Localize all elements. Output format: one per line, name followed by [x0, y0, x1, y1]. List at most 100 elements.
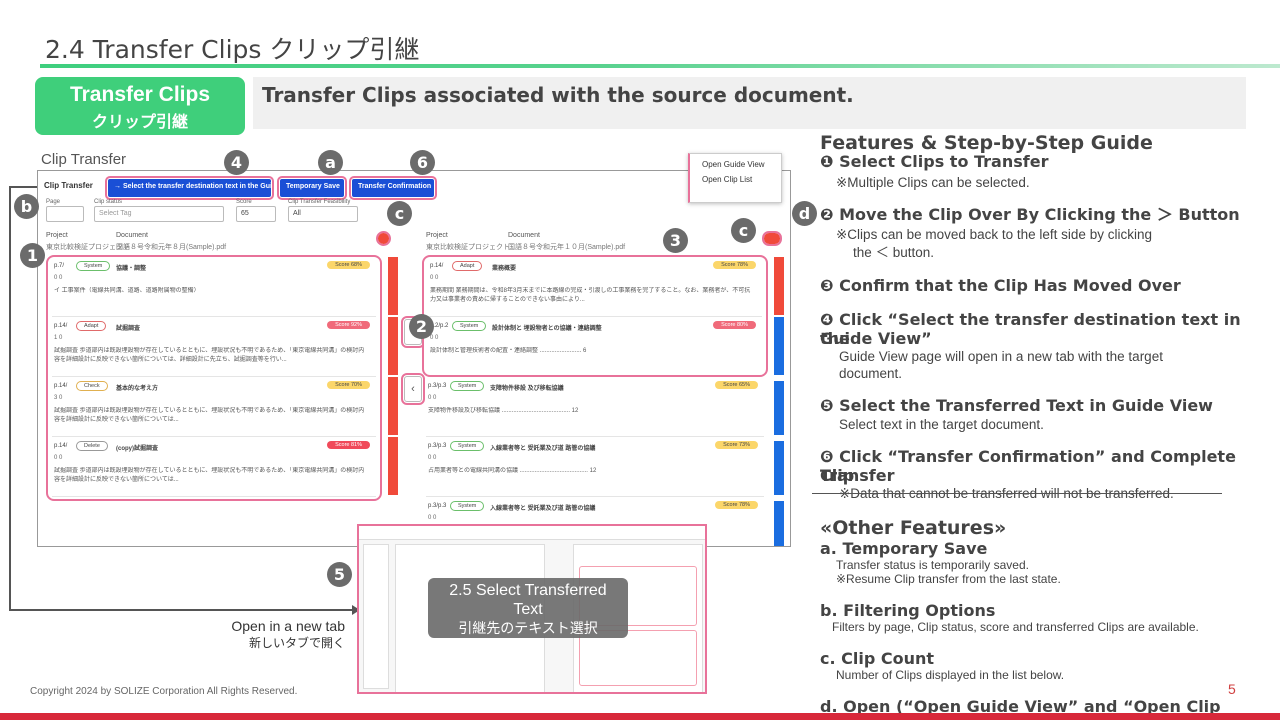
clip-body: 試掘調査 歩道部内は既設埋設物が存在しているとともに、埋設状況も不明であるため、…: [54, 348, 365, 363]
guide-topbar: [359, 526, 705, 540]
clip-status-strip: [388, 257, 398, 315]
clip-meta: 0 0: [430, 335, 439, 341]
step-5-title: ❺ Select the Transferred Text in Guide V…: [820, 396, 1213, 415]
clip-body: イ 工事案件（電線共同溝、道路、道路附属物の整備）: [54, 288, 200, 294]
features-heading: Features & Step-by-Step Guide: [820, 132, 1153, 154]
clip-page: p.2/p.2: [430, 323, 449, 329]
badge-title-ja: クリップ引継: [91, 114, 188, 131]
feature-a-title: a. Temporary Save: [820, 539, 988, 558]
guide-overlay-caption: 2.5 Select Transferred Text 引継先のテキスト選択: [428, 578, 628, 638]
move-left-button[interactable]: ‹: [401, 373, 425, 405]
step-1-note: ※Multiple Clips can be selected.: [836, 175, 1030, 190]
clip-title: 入線業者等と 受託業及び道 路管の協議: [490, 446, 596, 452]
clip-title: 入線業者等と 受託業及び道 路管の協議: [490, 506, 596, 512]
destination-clip-list: p.14/ Adapt 業務概要 Score 78% 0 0 業務期間 業務期間…: [422, 255, 768, 377]
left-document-name: 国語８号令和元年８月(Sample).pdf: [116, 244, 227, 251]
clip-page: p.14/: [54, 323, 68, 329]
left-project-header: Project: [46, 232, 68, 239]
clip-score: Score 70%: [327, 381, 370, 389]
clip-item[interactable]: p.2/p.2 System 設計体制と 埋設物者との協議・連絡調整 Score…: [428, 319, 762, 375]
clip-title: 試掘調査: [116, 326, 141, 332]
screenshot-caption: Clip Transfer: [41, 151, 127, 168]
open-clip-list-item[interactable]: Open Clip List: [702, 175, 753, 184]
slide-title: 2.4 Transfer Clips クリップ引継: [45, 35, 420, 64]
clip-title: 基本的な考え方: [116, 386, 159, 392]
left-project-name: 東京比較検証プロジェクト: [46, 244, 130, 251]
step-4-note-1: Guide View page will open in a new tab w…: [839, 349, 1163, 364]
clip-item[interactable]: p.3/p.3 System 入線業者等と 受託業及び道 路管の協議 Score…: [426, 439, 764, 497]
clip-status-strip: [774, 317, 784, 375]
step-4-title-1: ❹ Click “Select the transfer destination…: [820, 310, 1241, 348]
copyright: Copyright 2024 by SOLIZE Corporation All…: [30, 686, 298, 697]
clip-title: 設計体制と 埋設物者との協議・連絡調整: [492, 326, 602, 332]
marker-b: b: [14, 194, 39, 219]
right-project-header: Project: [426, 232, 448, 239]
clip-page: p.3/p.3: [428, 383, 447, 389]
clip-score: Score 92%: [327, 321, 370, 329]
clip-status-strip: [774, 441, 784, 495]
clip-status-strip: [388, 437, 398, 495]
clip-title: (copy)試掘調査: [116, 446, 159, 452]
marker-c-right: c: [731, 218, 756, 243]
overlay-line-2: Text: [513, 601, 543, 618]
transfer-confirmation-button[interactable]: Transfer Confirmation: [349, 176, 437, 200]
feasibility-filter-label: Clip Transfer Feasibility: [288, 199, 351, 205]
clip-item[interactable]: p.14/ Adapt 業務概要 Score 78% 0 0 業務期間 業務期間…: [428, 259, 762, 317]
clip-score: Score 81%: [327, 441, 370, 449]
clip-item[interactable]: p.3/p.3 System 入線業者等と 受託業及び道 路管の協議 Score…: [426, 499, 764, 546]
step-4-note-2: document.: [839, 366, 903, 381]
clip-body: 設計体制と管理技術者の配置・連絡調整 .....................…: [430, 348, 587, 354]
marker-3: 3: [663, 228, 688, 253]
select-destination-button[interactable]: → Select the transfer destination text i…: [105, 176, 298, 200]
clip-item[interactable]: p.14/ Delete (copy)試掘調査 Score 81% 0 0 試掘…: [52, 439, 376, 497]
app-heading: Clip Transfer: [44, 181, 93, 190]
clip-meta: 0 0: [430, 275, 439, 281]
clip-title: 協議・調整: [116, 266, 147, 272]
marker-4: 4: [224, 150, 249, 175]
feasibility-filter-select[interactable]: All: [288, 206, 358, 222]
step-4-title-2: Guide View”: [820, 329, 932, 348]
clip-tag: Delete: [76, 441, 108, 451]
clip-item[interactable]: p.7/ System 協議・調整 Score 68% 0 0 イ 工事案件（電…: [52, 259, 376, 317]
status-filter-select[interactable]: Select Tag: [94, 206, 224, 222]
clip-meta: 0 0: [428, 455, 437, 461]
clip-item[interactable]: p.14/ Adapt 試掘調査 Score 92% 1 0 試掘調査 歩道部内…: [52, 319, 376, 377]
clip-meta: 3 0: [54, 395, 63, 401]
clip-tag: System: [76, 261, 111, 271]
score-filter-label: Score: [236, 199, 252, 205]
clip-tag: System: [450, 501, 485, 511]
feature-b-note: Filters by page, Clip status, score and …: [832, 620, 1199, 634]
clip-tag: Check: [76, 381, 108, 391]
step-6-title-1: ❻ Click “Transfer Confirmation” and Comp…: [820, 447, 1236, 485]
clip-status-strip: [774, 501, 784, 546]
clip-item[interactable]: p.3/p.3 System 支障物件移設 及び移転協議 Score 65% 0…: [426, 379, 764, 437]
clip-page: p.3/p.3: [428, 503, 447, 509]
note-strike-line: [812, 493, 1222, 494]
clip-item[interactable]: p.14/ Check 基本的な考え方 Score 70% 3 0 試掘調査 歩…: [52, 379, 376, 437]
clip-body: 支障物件移設及び移転協議 ...........................…: [428, 408, 579, 414]
footer-bar: [0, 713, 1280, 720]
clip-page: p.7/: [54, 263, 65, 269]
clip-score: Score 80%: [713, 321, 756, 329]
score-filter-input[interactable]: 65: [236, 206, 276, 222]
right-document-name: 国語８号令和元年１０月(Sample).pdf: [508, 244, 626, 251]
marker-1: 1: [20, 243, 45, 268]
step-5-note: Select text in the target document.: [839, 417, 1044, 432]
page-filter-input[interactable]: [46, 206, 84, 222]
clip-tag: Adapt: [452, 261, 483, 271]
step-3-title: ❸ Confirm that the Clip Has Moved Over: [820, 276, 1181, 295]
clip-meta: 0 0: [54, 455, 63, 461]
step-2-title: ❷ Move the Clip Over By Clicking the ＞ B…: [820, 205, 1240, 224]
clip-tag: System: [450, 441, 485, 451]
feature-c-title: c. Clip Count: [820, 649, 935, 668]
clip-status-strip: [388, 317, 398, 375]
clip-score: Score 65%: [715, 381, 758, 389]
step-2-note-2: the ＜ button.: [853, 245, 935, 260]
clip-body: 試掘調査 歩道部内は既設埋設物が存在しているとともに、埋設状況も不明であるため、…: [54, 408, 365, 423]
right-project-name: 東京比較検証プロジェクト: [426, 244, 510, 251]
temporary-save-button[interactable]: Temporary Save: [277, 176, 347, 200]
clip-tag: System: [452, 321, 487, 331]
open-guide-view-item[interactable]: Open Guide View: [702, 160, 765, 169]
right-document-header: Document: [508, 232, 540, 239]
open-tab-en: Open in a new tab: [231, 618, 346, 634]
